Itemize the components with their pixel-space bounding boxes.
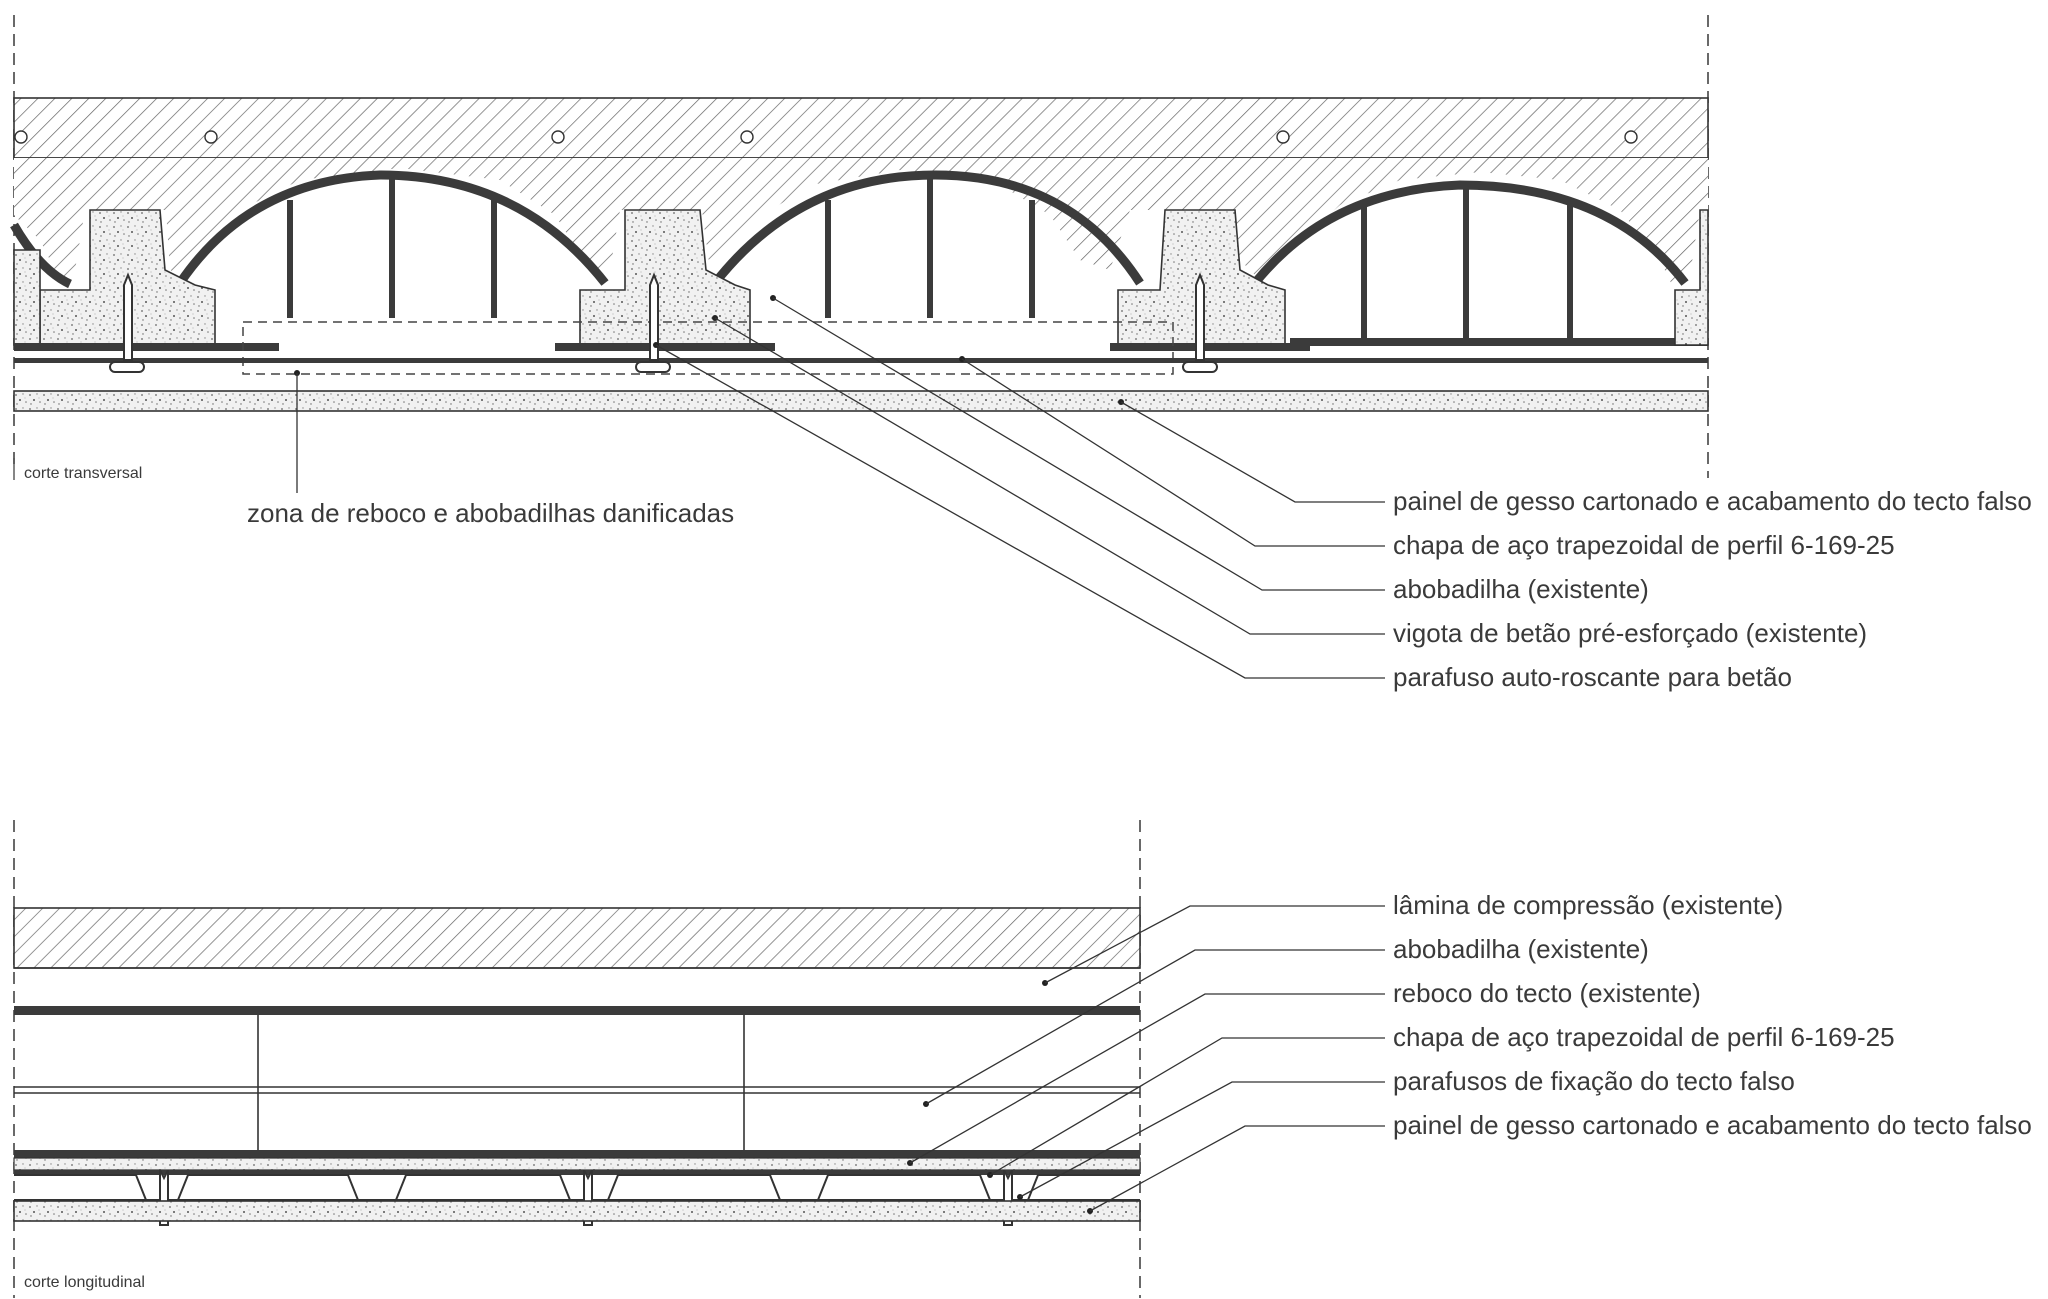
gypsum-board [13, 390, 1709, 412]
concrete-screws [109, 272, 1218, 373]
callout-compression-slab: lâmina de compressão (existente) [1393, 890, 1783, 920]
slab-connectors [14, 130, 1638, 144]
precast-beams [13, 209, 1709, 346]
callout-ceiling-plaster: reboco do tecto (existente) [1393, 978, 1701, 1008]
transverse-section: corte transversal zona de reboco e aboba… [10, 15, 2032, 692]
gypsum-board-long [13, 1200, 1141, 1222]
damaged-zone-label: zona de reboco e abobadilhas danificadas [247, 498, 734, 528]
arch-4 [1251, 180, 1689, 286]
longitudinal-section-label: corte longitudinal [24, 1274, 145, 1291]
callout-screw: parafuso auto-roscante para betão [1393, 662, 1792, 692]
ceiling-plaster [13, 1157, 1141, 1171]
callout-steel-sheet: chapa de aço trapezoidal de perfil 6-169… [1393, 530, 1895, 560]
longitudinal-leaders [907, 905, 1385, 1214]
callout-fixing-screws: parafusos de fixação do tecto falso [1393, 1066, 1795, 1096]
longitudinal-section: corte longitudinal lâmina de compressão … [13, 820, 2032, 1298]
callout-arch-block: abobadilha (existente) [1393, 574, 1649, 604]
transverse-section-label: corte transversal [24, 465, 142, 482]
callout-gypsum-board: painel de gesso cartonado e acabamento d… [1393, 486, 2032, 516]
arch-1-partial [10, 222, 73, 289]
arch-2 [176, 170, 609, 286]
callout-gypsum-board-long: painel de gesso cartonado e acabamento d… [1393, 1110, 2032, 1140]
arch-3 [711, 170, 1144, 286]
transverse-leaders [294, 295, 1385, 679]
trapezoidal-profile [14, 1174, 1140, 1201]
compression-slab-long [13, 907, 1141, 969]
steel-sheet [14, 358, 1708, 363]
callout-precast-beam: vigota de betão pré-esforçado (existente… [1393, 618, 1867, 648]
arch-ribs [287, 176, 1573, 342]
callout-steel-sheet-long: chapa de aço trapezoidal de perfil 6-169… [1393, 1022, 1895, 1052]
compression-slab [13, 97, 1709, 159]
callout-arch-block-long: abobadilha (existente) [1393, 934, 1649, 964]
